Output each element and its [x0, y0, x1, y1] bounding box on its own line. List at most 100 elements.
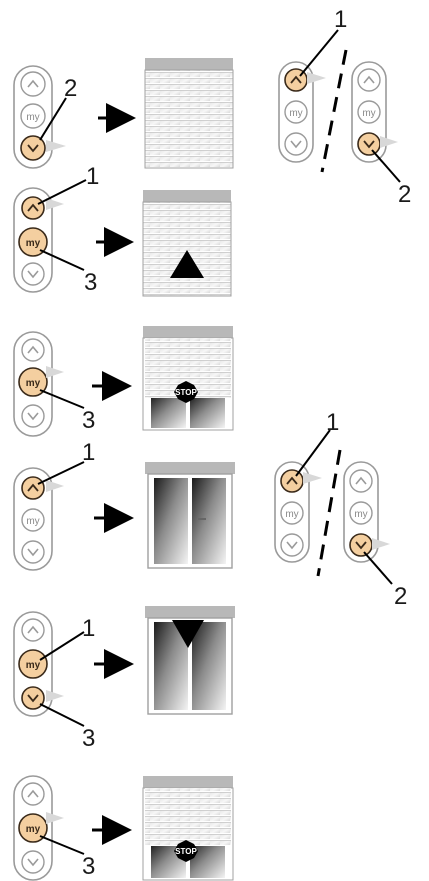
- remote-left: my: [274, 461, 322, 563]
- callout-number: 1: [86, 163, 99, 190]
- my-button-pressed[interactable]: my: [18, 649, 48, 679]
- up-button[interactable]: [20, 71, 46, 97]
- my-button-pressed[interactable]: my: [18, 813, 48, 843]
- my-label: my: [285, 509, 298, 520]
- my-button-pressed[interactable]: my: [18, 367, 48, 397]
- up-button[interactable]: [21, 782, 45, 806]
- press-indicator: [303, 472, 322, 484]
- stop-sign: [174, 840, 198, 862]
- remote-right: my: [343, 461, 390, 563]
- separator-dashed: [320, 49, 348, 173]
- callout-number: 3: [82, 725, 95, 752]
- press-indicator: [380, 136, 398, 148]
- remote-5: my: [13, 611, 64, 717]
- down-button-pressed[interactable]: [20, 135, 46, 161]
- up-button-pressed[interactable]: [280, 469, 304, 493]
- remote-3: my: [13, 331, 64, 437]
- down-button-pressed[interactable]: [349, 533, 373, 557]
- step-2: my 1 3: [13, 163, 232, 297]
- down-button[interactable]: [21, 850, 45, 874]
- my-label: my: [354, 509, 367, 520]
- up-button-pressed[interactable]: [21, 196, 45, 220]
- stop-label: STOP: [175, 388, 197, 397]
- callout-line: [295, 429, 331, 477]
- down-button[interactable]: [280, 533, 304, 557]
- up-button-pressed[interactable]: [21, 476, 45, 500]
- my-label: my: [26, 660, 41, 671]
- my-button[interactable]: my: [357, 100, 381, 124]
- callout-line: [299, 29, 339, 77]
- callout-line: [37, 461, 85, 485]
- up-button[interactable]: [349, 469, 373, 493]
- remote-left: my: [278, 61, 326, 163]
- down-button[interactable]: [21, 404, 45, 428]
- stop-label: STOP: [175, 847, 197, 856]
- my-label: my: [26, 112, 39, 123]
- callout-line: [363, 551, 393, 585]
- my-button[interactable]: my: [284, 100, 308, 124]
- callout-line: [39, 835, 85, 855]
- shutter-closed-up: [142, 190, 232, 297]
- callout-number: 1: [326, 409, 339, 436]
- press-indicator: [46, 480, 64, 492]
- my-label: my: [26, 378, 41, 389]
- press-indicator: [46, 812, 64, 824]
- shutter-closed: [144, 58, 234, 169]
- remote-1: my: [13, 65, 66, 169]
- window-open: [145, 462, 235, 569]
- up-button[interactable]: [21, 618, 45, 642]
- my-button[interactable]: my: [349, 501, 373, 525]
- stop-sign: [174, 381, 198, 403]
- callout-line: [39, 249, 85, 271]
- down-button[interactable]: [21, 540, 45, 564]
- up-arrow-icon: [170, 250, 204, 278]
- callout-number: 2: [64, 75, 77, 102]
- shutter-partial-stop: STOP: [142, 776, 234, 881]
- my-label: my: [289, 108, 302, 119]
- my-label: my: [26, 238, 41, 249]
- shutter-partial-stop: STOP: [142, 326, 234, 431]
- down-button-pressed[interactable]: [357, 132, 381, 156]
- callout-number: 2: [398, 181, 411, 208]
- callout-line: [371, 149, 401, 183]
- press-indicator: [372, 538, 390, 550]
- side-pair-1: my 1 my: [278, 6, 411, 208]
- callout-line: [37, 179, 87, 205]
- callout-line: [39, 631, 85, 661]
- press-indicator: [46, 690, 64, 702]
- step-6: my 3 STOP: [13, 775, 234, 881]
- callout-number: 3: [84, 269, 97, 296]
- down-button[interactable]: [21, 262, 45, 286]
- callout-line: [39, 97, 67, 141]
- press-indicator: [46, 366, 64, 378]
- my-button[interactable]: my: [21, 508, 45, 532]
- remote-4: my: [13, 467, 64, 571]
- my-button-pressed[interactable]: my: [18, 227, 48, 257]
- callout-line: [39, 703, 85, 727]
- my-label: my: [362, 108, 375, 119]
- press-indicator: [46, 198, 64, 210]
- window-open-down: [145, 606, 235, 715]
- callout-number: 2: [394, 583, 407, 610]
- separator-dashed: [316, 449, 342, 577]
- remote-2: my: [13, 187, 64, 293]
- step-4: my 1: [13, 439, 235, 571]
- callout-number: 3: [82, 853, 95, 880]
- my-button[interactable]: my: [20, 103, 46, 129]
- side-pair-2: my 1 my: [274, 409, 407, 610]
- callout-number: 1: [82, 439, 95, 466]
- down-button-pressed[interactable]: [21, 686, 45, 710]
- up-button[interactable]: [357, 68, 381, 92]
- step-5: my 1 3: [13, 606, 235, 752]
- my-label: my: [26, 824, 41, 835]
- press-indicator: [46, 140, 66, 152]
- remote-6: my: [13, 775, 64, 881]
- remote-right: my: [351, 61, 398, 163]
- down-button[interactable]: [284, 132, 308, 156]
- my-label: my: [26, 516, 39, 527]
- my-button[interactable]: my: [280, 501, 304, 525]
- callout-line: [39, 389, 85, 409]
- callout-number: 1: [334, 6, 347, 33]
- up-button[interactable]: [21, 338, 45, 362]
